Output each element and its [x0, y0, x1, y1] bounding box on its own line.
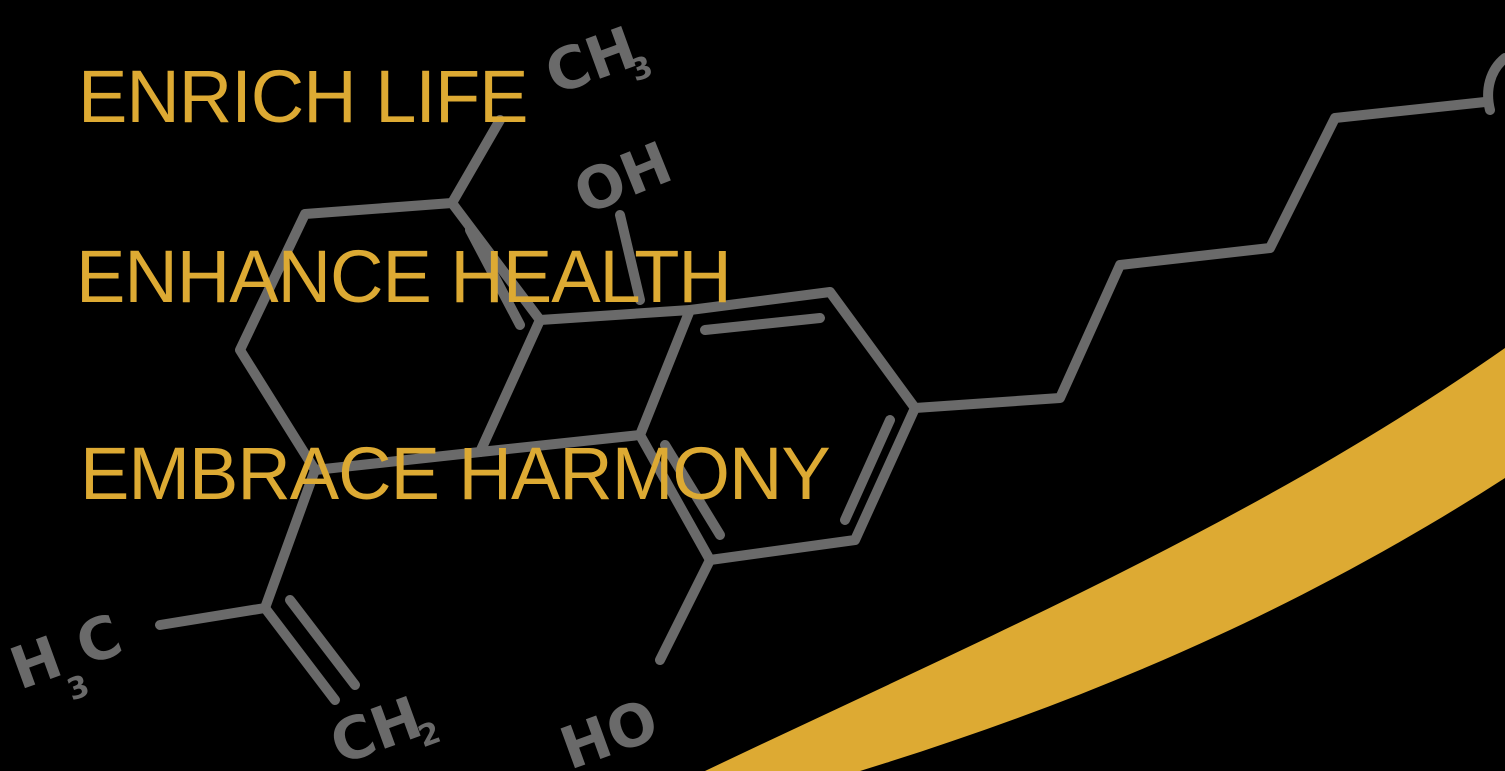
headline-enhance-health: ENHANCE HEALTH [76, 235, 732, 318]
molecule-bond-ch2-b [285, 595, 360, 690]
headline-embrace-harmony: EMBRACE HARMONY [80, 432, 831, 515]
molecule-bond-ch3 [447, 115, 505, 208]
molecule-label-ch3-top: CH 3 [537, 13, 658, 108]
molecule-pentyl-chain [910, 97, 1490, 413]
molecule-bond-bridge [475, 430, 645, 457]
molecule-double-bond-left [465, 225, 525, 330]
molecule-bond-h3c [155, 603, 270, 630]
molecule-bond-isopropenyl [260, 465, 320, 613]
molecule-bond-oh [615, 210, 645, 305]
molecule-double-bond-center-2 [660, 440, 725, 540]
molecule-bond-ho [655, 555, 715, 665]
swoosh-shape [705, 348, 1505, 771]
molecule-bond-ch2-a [260, 603, 340, 705]
molecule-double-bond-center-3 [840, 415, 895, 525]
molecule-bond-bridge-top [535, 305, 695, 325]
molecule-double-bond-center-1 [700, 313, 825, 335]
headline-enrich-life: ENRICH LIFE [78, 55, 529, 138]
molecule-ring-right-partial [1483, 53, 1505, 115]
